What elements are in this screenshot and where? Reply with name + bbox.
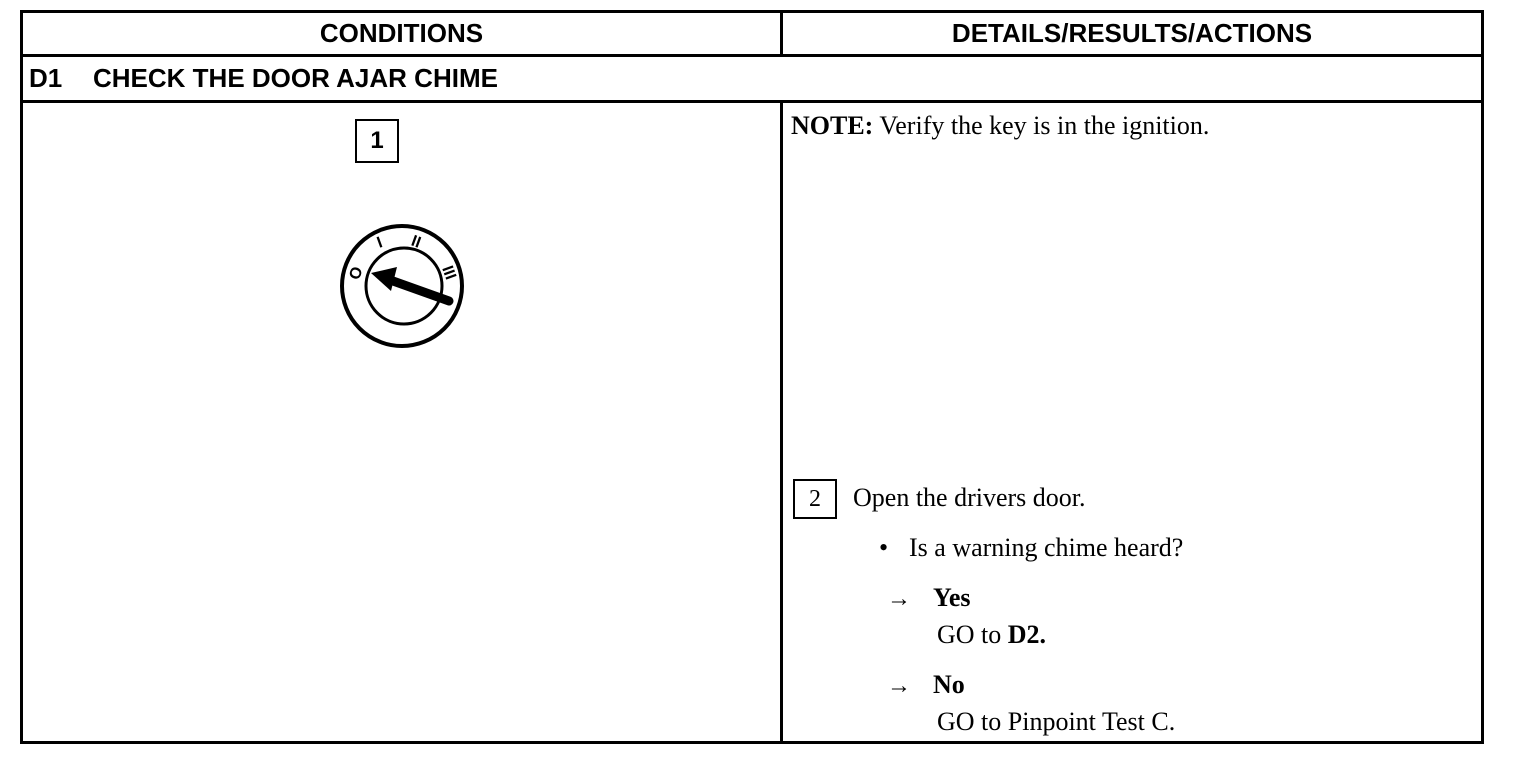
yes-action: GO to D2. (937, 620, 1046, 650)
no-action: GO to Pinpoint Test C. (937, 707, 1176, 736)
ignition-pos-1: I (375, 234, 385, 251)
header-details: DETAILS/RESULTS/ACTIONS (951, 18, 1313, 48)
step-title-row: D1 CHECK THE DOOR AJAR CHIME (23, 57, 1481, 103)
step-2-box: 2 (793, 479, 837, 519)
table-header-row: CONDITIONS DETAILS/RESULTS/ACTIONS (23, 13, 1481, 57)
step-title: CHECK THE DOOR AJAR CHIME (93, 63, 498, 93)
ignition-switch-icon: O I II III (340, 224, 464, 348)
header-conditions: CONDITIONS (319, 18, 484, 48)
answer-no: → No (887, 670, 965, 700)
step-id: D1 (29, 63, 63, 93)
ignition-pos-off: O (346, 265, 366, 283)
ignition-pos-3: III (438, 264, 459, 282)
step-2-text: Open the drivers door. (853, 483, 1086, 512)
question-line: • Is a warning chime heard? (879, 533, 1183, 563)
no-label: No (933, 670, 965, 699)
step-1-box: 1 (355, 119, 399, 163)
yes-go-target: D2. (1007, 620, 1047, 649)
arrow-right-icon: → (887, 586, 911, 612)
arrow-right-icon: → (887, 673, 911, 699)
yes-go-prefix: GO to (937, 620, 1008, 649)
note-text: Verify the key is in the ignition. (873, 111, 1210, 140)
bullet-icon: • (879, 533, 889, 562)
question-text: Is a warning chime heard? (909, 533, 1184, 562)
note-label: NOTE: (791, 111, 874, 140)
column-divider-body (780, 103, 783, 741)
yes-label: Yes (933, 583, 971, 612)
ignition-pos-2: II (409, 233, 423, 252)
answer-yes: → Yes (887, 583, 971, 613)
diagnostic-table: CONDITIONS DETAILS/RESULTS/ACTIONS D1 CH… (20, 10, 1484, 744)
note-line: NOTE: Verify the key is in the ignition. (791, 111, 1209, 141)
column-divider-header (780, 13, 783, 57)
